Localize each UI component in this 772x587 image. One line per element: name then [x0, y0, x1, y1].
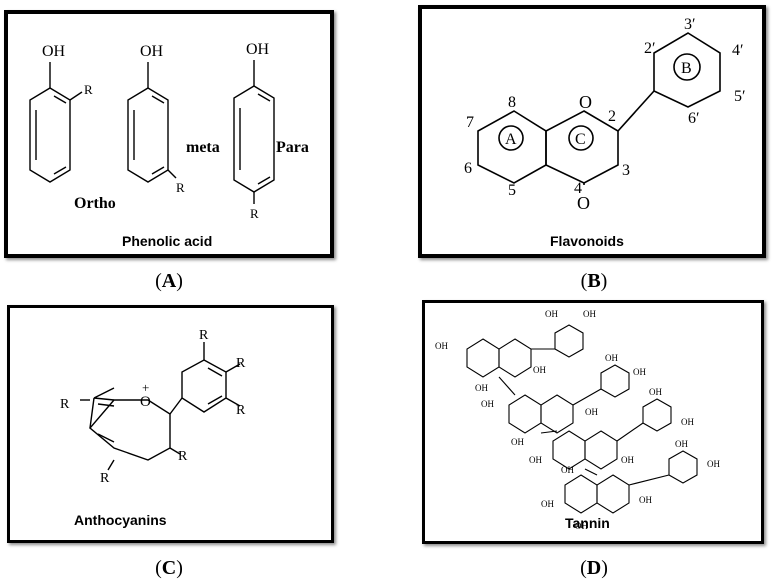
ring-oxygen-label: O	[579, 92, 592, 112]
letter-c: C	[161, 557, 177, 579]
tannin-oh-14: OH	[621, 455, 634, 465]
tannin-oh-1: OH	[435, 341, 448, 351]
tannin-oh-9: OH	[633, 367, 646, 377]
ring-c-label: C	[575, 131, 586, 148]
meta-hydroxyl-label: OH	[140, 43, 164, 60]
tannin-oh-5: OH	[533, 365, 546, 375]
atom-5-prime: 5′	[734, 88, 746, 105]
atom-5: 5	[508, 182, 516, 199]
tannin-oh-6: OH	[481, 399, 494, 409]
tannin-oh-11: OH	[529, 455, 542, 465]
anthocyanin-structure: R R R R R R O +	[60, 328, 246, 486]
meta-substituent-label: R	[176, 180, 185, 195]
tannin-oh-10: OH	[585, 407, 598, 417]
anthocyanin-r6: R	[100, 471, 110, 486]
para-position-label: Para	[276, 139, 309, 156]
atom-7: 7	[466, 114, 474, 131]
panel-flavonoids: A B C O 2 3 4 O 5 6 7 8 2′ 3′ 4′ 5′ 6′ F…	[418, 5, 766, 258]
ring-b-label: B	[681, 60, 692, 77]
atom-4-prime: 4′	[732, 42, 744, 59]
anthocyanin-charge: +	[142, 380, 149, 395]
atom-6: 6	[464, 160, 472, 177]
para-hydroxyl-label: OH	[246, 41, 270, 58]
flavonoids-caption: Flavonoids	[550, 233, 624, 249]
panel-tannin: OH OH OH OH OH OH OH OH OH OH OH OH OH O…	[422, 300, 764, 544]
tannin-oh-17: OH	[707, 459, 720, 469]
anthocyanins-caption: Anthocyanins	[74, 512, 167, 528]
ortho-substituent-label: R	[84, 82, 93, 97]
tannin-oh-20: OH	[639, 495, 652, 505]
tannin-oh-13: OH	[681, 417, 694, 427]
atom-3: 3	[622, 162, 630, 179]
anthocyanin-r4: R	[178, 449, 188, 464]
panel-letter-c: (C)	[155, 557, 183, 579]
meta-position-label: meta	[186, 139, 220, 156]
anthocyanin-r5: R	[60, 397, 70, 412]
tannin-oh-19: OH	[575, 521, 588, 531]
tannin-oh-2: OH	[475, 383, 488, 393]
para-substituent-label: R	[250, 206, 259, 221]
atom-6-prime: 6′	[688, 110, 700, 127]
panel-letter-d: (D)	[580, 557, 608, 579]
letter-a: A	[161, 270, 177, 292]
anthocyanin-oxonium: O	[140, 394, 151, 410]
anthocyanin-r3: R	[236, 403, 246, 418]
tannin-oh-4: OH	[583, 309, 596, 319]
panel-phenolic-acid: OH R Ortho OH R meta OH R Para Phenolic …	[4, 10, 334, 258]
tannin-oh-8: OH	[605, 353, 618, 363]
phenolic-acid-caption: Phenolic acid	[122, 233, 213, 249]
atom-8: 8	[508, 94, 516, 111]
tannin-oh-16: OH	[675, 439, 688, 449]
tannin-oh-3: OH	[545, 309, 558, 319]
phenolic-acid-structures: OH R Ortho OH R meta OH R Para	[29, 41, 309, 221]
carbonyl-oxygen: O	[577, 193, 590, 213]
anthocyanin-r2: R	[236, 356, 246, 371]
atom-2-prime: 2′	[644, 40, 656, 57]
tannin-caption: Tannin	[565, 515, 610, 531]
panel-letter-b: (B)	[580, 270, 608, 292]
tannin-oh-12: OH	[649, 387, 662, 397]
anthocyanin-r1: R	[199, 328, 209, 343]
tannin-structure: OH OH OH OH OH OH OH OH OH OH OH OH OH O…	[435, 309, 720, 531]
letter-b: B	[587, 270, 601, 292]
flavonoid-structure: A B C O 2 3 4 O 5 6 7 8 2′ 3′ 4′ 5′ 6′	[464, 16, 746, 213]
atom-2: 2	[608, 108, 616, 125]
ring-a-label: A	[505, 131, 517, 148]
tannin-oh-18: OH	[541, 499, 554, 509]
atom-3-prime: 3′	[684, 16, 696, 33]
ortho-position-label: Ortho	[74, 195, 116, 212]
atom-4: 4	[574, 180, 582, 197]
panel-letter-a: (A)	[155, 270, 183, 292]
tannin-oh-15: OH	[561, 465, 574, 475]
panel-anthocyanins: R R R R R R O + Anthocyanins	[7, 305, 334, 543]
ortho-hydroxyl-label: OH	[42, 43, 66, 60]
letter-d: D	[586, 557, 602, 579]
tannin-oh-7: OH	[511, 437, 524, 447]
